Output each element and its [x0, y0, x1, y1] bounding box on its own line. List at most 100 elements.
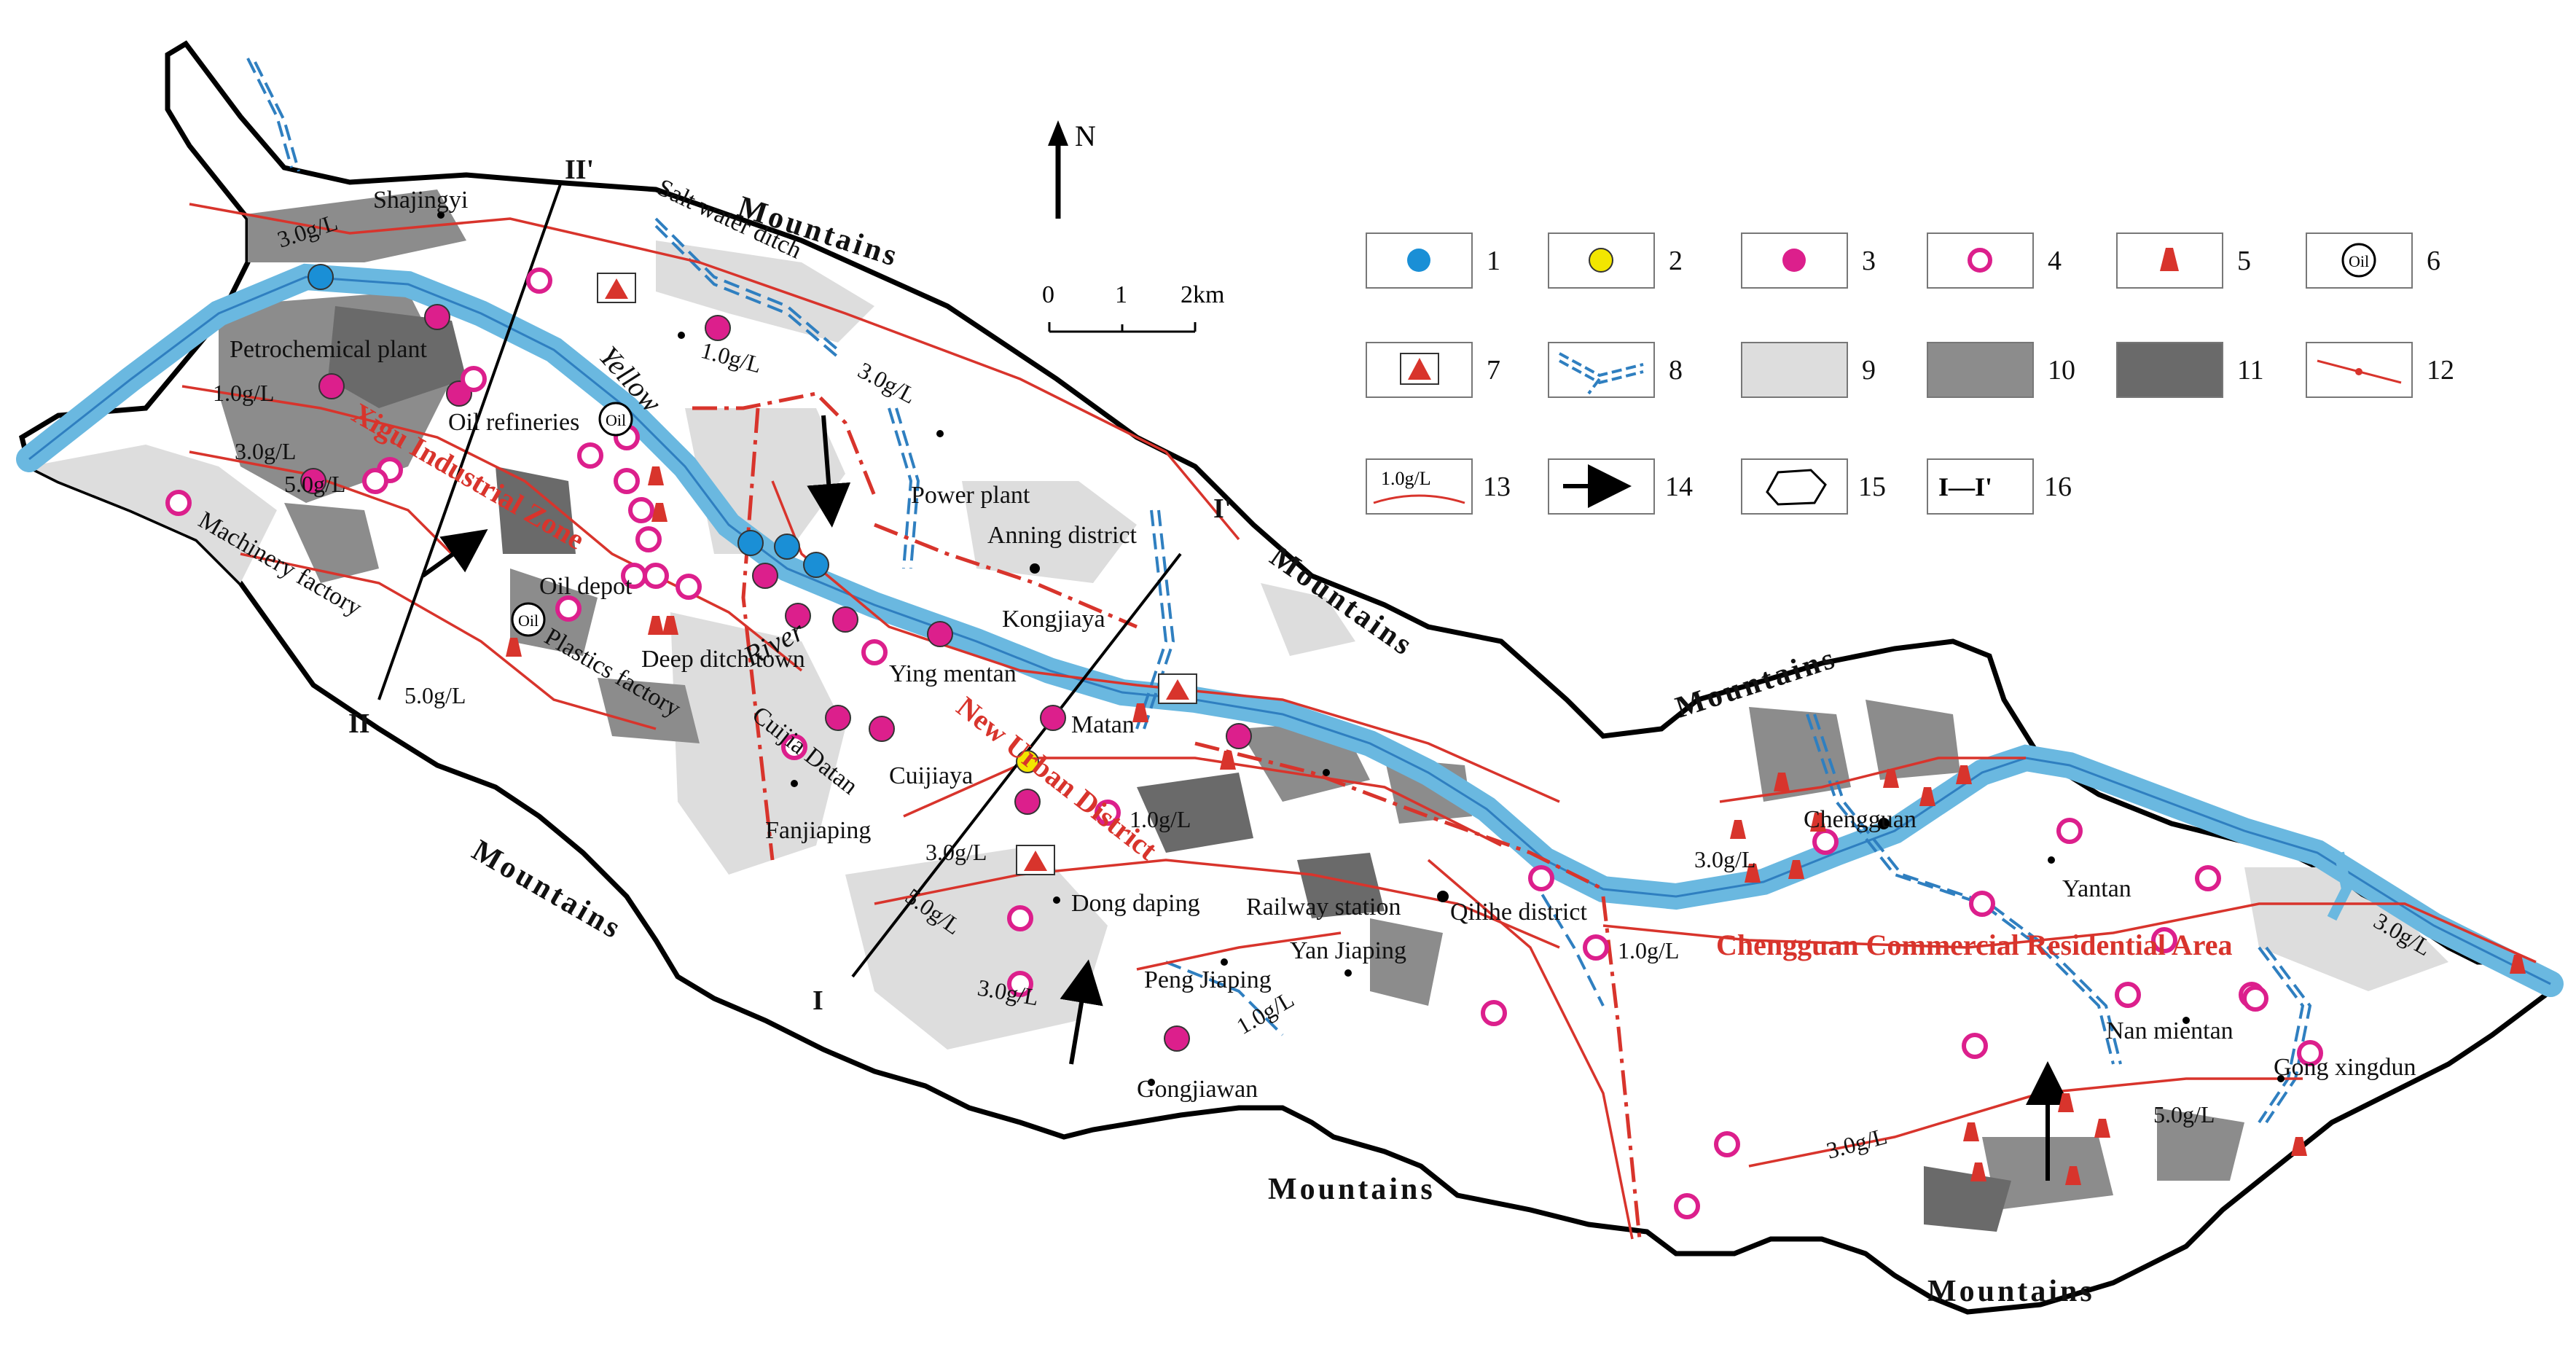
legend-number: 2 — [1669, 246, 1683, 276]
monitoring-points — [165, 264, 2526, 1219]
mid-area — [598, 678, 700, 743]
place-label: Dong daping — [1071, 890, 1200, 917]
light-area — [670, 612, 845, 875]
legend-number: 13 — [1483, 472, 1511, 502]
place-label: Matan — [1071, 711, 1135, 738]
legend-number: 16 — [2044, 472, 2072, 502]
light-area — [2244, 867, 2448, 991]
place-label: Shajingyi — [373, 187, 468, 214]
legend-number: 10 — [2048, 355, 2075, 386]
isoline-label: 3.0g/L — [1694, 846, 1755, 872]
outline-polygon-icon — [1766, 469, 1827, 506]
legend-number: 9 — [1862, 355, 1876, 386]
isoline-label: 1.0g/L — [1618, 937, 1679, 964]
legend-item-7: 7 — [1366, 342, 1500, 398]
scale-tick: 1 — [1115, 281, 1127, 308]
dark-area — [1924, 1166, 2011, 1232]
dark-area — [328, 306, 466, 408]
place-label: Yan Jiaping — [1290, 937, 1406, 964]
legend-item-10: 10 — [1927, 342, 2075, 398]
mid-area — [1866, 700, 1960, 780]
oil-circle-icon — [2341, 243, 2376, 278]
legend-item-12: 12 — [2306, 342, 2454, 398]
legend-item-8: 8 — [1548, 342, 1683, 398]
oil-symbols: Oil Oil — [511, 402, 633, 637]
tds-isoline-icon: 1.0g/L — [1381, 468, 1431, 489]
section-label-ii-prime: II' — [565, 155, 594, 185]
legend-number: 15 — [1858, 472, 1886, 502]
tds-isolines — [181, 203, 2537, 1240]
legend-item-14: 14 — [1548, 458, 1693, 515]
scale-tick: 0 — [1042, 281, 1054, 308]
light-area — [29, 445, 277, 583]
north-arrow: N — [1048, 120, 1096, 219]
legend-item-13: 1.0g/L 13 — [1366, 458, 1511, 515]
place-label: Nan mientan — [2106, 1017, 2234, 1044]
mid-area — [1370, 918, 1443, 1006]
place-label: Railway station — [1246, 894, 1401, 921]
town-markers — [437, 211, 2285, 1086]
section-label-i: I — [813, 985, 823, 1016]
isoline-label: 1.0g/L — [1130, 806, 1191, 832]
legend-number: 6 — [2427, 246, 2440, 276]
legend-item-16: I—I' 16 — [1927, 458, 2072, 515]
north-label: N — [1075, 120, 1096, 152]
place-label: Chengguan — [1804, 806, 1917, 833]
place-label: Petrochemical plant — [230, 336, 428, 363]
isoline-label: 1.0g/L — [213, 380, 274, 406]
place-label: Oil depot — [539, 573, 633, 600]
mid-area — [284, 503, 379, 583]
dark-area — [1137, 773, 1253, 853]
legend-number: 5 — [2237, 246, 2251, 276]
legend-item-9: 9 — [1741, 342, 1876, 398]
magenta-dot-icon — [1782, 249, 1806, 272]
legend-number: 14 — [1665, 472, 1693, 502]
mid-gray-area-icon — [1927, 342, 2034, 398]
dark-gray-area-icon — [2116, 342, 2223, 398]
mid-area — [211, 189, 466, 262]
place-label: Gong xingdun — [2274, 1054, 2416, 1081]
section-label-i-prime: I' — [1213, 493, 1232, 524]
place-label: Fanjiaping — [765, 817, 871, 844]
mid-area — [2157, 1108, 2244, 1181]
place-label: Cuijiaya — [889, 762, 973, 789]
canals — [246, 58, 2312, 1124]
legend-number: 8 — [1669, 355, 1683, 386]
legend-number: 3 — [1862, 246, 1876, 276]
section-label-ii: II — [348, 708, 370, 739]
isoline-label: 5.0g/L — [2153, 1101, 2215, 1128]
isoline-label: 5.0g/L — [284, 471, 345, 497]
scale-tick: 2km — [1181, 281, 1224, 308]
place-label: Peng Jiaping — [1144, 966, 1272, 993]
legend-number: 11 — [2237, 355, 2264, 386]
place-label: Kongjiaya — [1002, 606, 1105, 633]
flow-arrows — [421, 415, 2070, 1181]
yellow-river-edge — [28, 275, 2551, 985]
legend-item-5: 5 — [2116, 232, 2251, 289]
light-area — [962, 481, 1137, 583]
legend-number: 12 — [2427, 355, 2454, 386]
legend-item-1: 1 — [1366, 232, 1500, 289]
light-area — [1261, 583, 1355, 656]
place-label: Anning district — [987, 522, 1137, 549]
basin-boundary — [18, 40, 2554, 1315]
dark-area — [496, 466, 576, 554]
oil-symbol-label: Oil — [2349, 252, 2369, 270]
blue-dot-icon — [1407, 249, 1430, 272]
mountains-label: Mountains — [1268, 1173, 1436, 1206]
red-triangle-icon — [2160, 248, 2179, 271]
place-label: Qilihe district — [1450, 899, 1587, 926]
legend: 1 2 3 4 5 Oil 6 — [1366, 232, 2454, 515]
mid-area — [1749, 707, 1851, 802]
oil-symbol-label: Oil — [518, 611, 539, 630]
river-tributary — [2327, 851, 2352, 921]
boxed-red-triangle-icon — [1408, 358, 1431, 380]
zone-label-chengguan: Chengguan Commercial Residential Area — [1716, 929, 2233, 961]
place-label: Oil refineries — [448, 409, 579, 436]
isoline-label: 5.0g/L — [404, 682, 466, 708]
legend-item-3: 3 — [1741, 232, 1876, 289]
dark-area — [1297, 853, 1385, 918]
oil-symbol-label: Oil — [606, 411, 626, 429]
mountains-label: Mountains — [1927, 1275, 2095, 1308]
